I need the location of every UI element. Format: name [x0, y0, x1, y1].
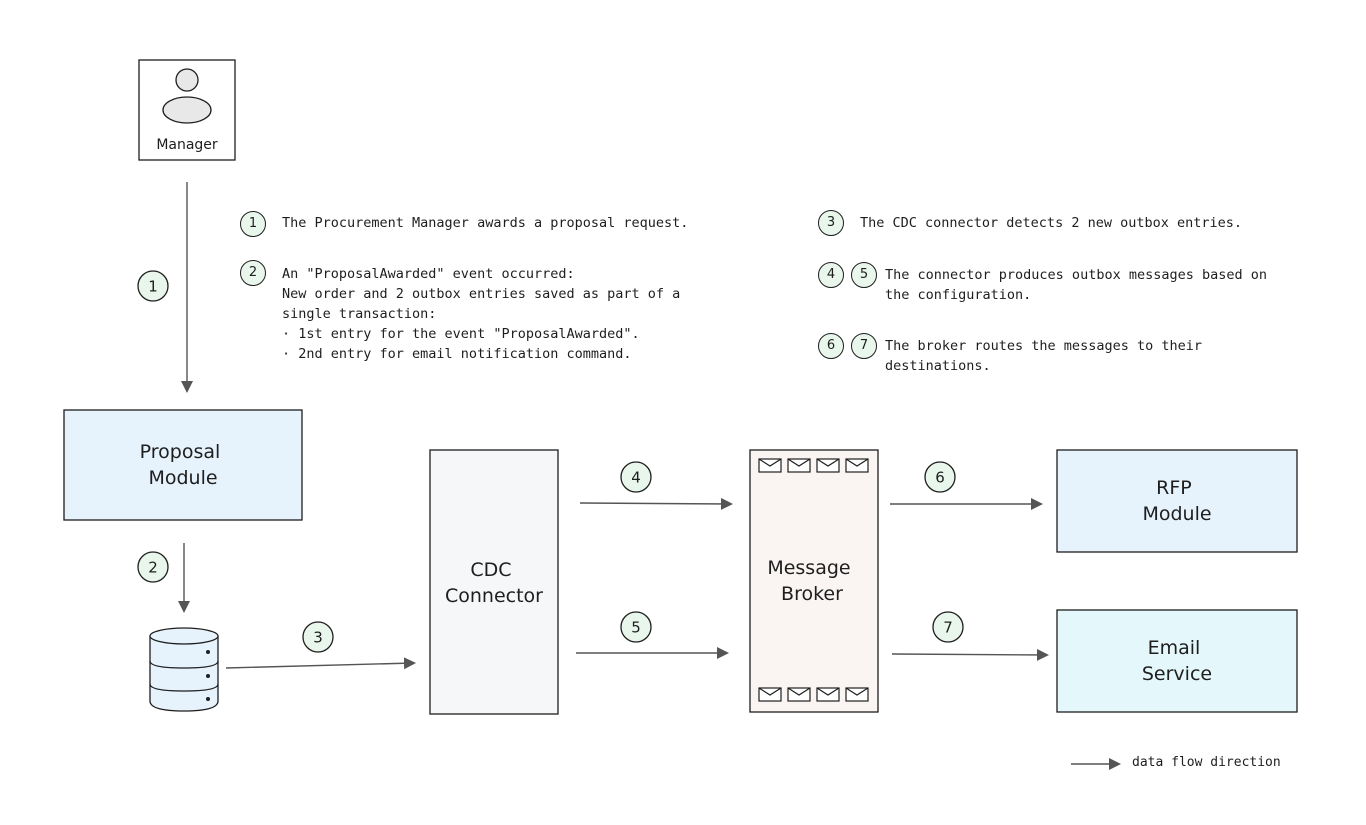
note-step1-badge: 1 — [240, 211, 266, 237]
rfp-module-box: RFP Module — [1056, 449, 1298, 553]
database-icon — [149, 627, 219, 712]
note-step5-badge: 5 — [851, 262, 877, 288]
svg-text:Email Service: Email Service — [1142, 637, 1212, 685]
flow-step-badge-label: 6 — [935, 469, 945, 487]
envelope-icons-top — [758, 458, 869, 473]
flow-step-badge-label: 5 — [631, 619, 641, 637]
arrow-cdc-to-broker-upper — [579, 497, 733, 510]
proposal-module-line1: Proposal — [140, 441, 221, 463]
envelope-icon — [758, 687, 782, 702]
note-step2-text: An "ProposalAwarded" event occurred: New… — [282, 266, 681, 362]
cdc-connector-line2: Connector — [445, 585, 543, 607]
note-step3-badge: 3 — [818, 210, 844, 236]
user-body-icon — [162, 96, 212, 124]
envelope-icon — [845, 458, 869, 473]
envelope-icon — [787, 687, 811, 702]
flow-step-badge-2: 2 — [137, 551, 169, 583]
proposal-module-box: Proposal Module — [63, 409, 303, 521]
message-broker-box: Message Broker — [749, 449, 879, 713]
arrow-database-to-cdc — [225, 657, 416, 670]
note-step2-badge: 2 — [240, 260, 266, 286]
manager-label: Manager — [156, 137, 218, 153]
note-step4-badge: 4 — [818, 262, 844, 288]
email-service-line2: Service — [1142, 663, 1212, 685]
note-step7-badge: 7 — [851, 333, 877, 359]
flow-step-badge-4: 4 — [620, 461, 652, 493]
flow-step-badge-1: 1 — [137, 270, 169, 302]
svg-text:Proposal Module: Proposal Module — [140, 441, 227, 489]
email-service-box: Email Service — [1056, 609, 1298, 713]
envelope-icon — [845, 687, 869, 702]
svg-text:CDC Connector: CDC Connector — [445, 559, 543, 607]
envelope-icon — [758, 458, 782, 473]
flow-step-badge-label: 7 — [943, 619, 953, 637]
envelope-icon — [816, 458, 840, 473]
flow-step-badge-5: 5 — [620, 611, 652, 643]
envelope-icons-bottom — [758, 687, 869, 702]
note-step1-text: The Procurement Manager awards a proposa… — [282, 215, 689, 231]
note-step45-text: The connector produces outbox messages b… — [885, 267, 1268, 303]
flow-step-badge-6: 6 — [924, 461, 956, 493]
flow-step-badge-label: 4 — [631, 469, 641, 487]
svg-text:RFP Module: RFP Module — [1142, 477, 1211, 525]
svg-text:Message Broker: Message Broker — [767, 557, 856, 605]
flow-step-badge-label: 3 — [313, 629, 323, 647]
legend-label: data flow direction — [1132, 755, 1281, 770]
message-broker-line2: Broker — [781, 583, 843, 605]
email-service-line1: Email — [1148, 637, 1201, 659]
note-step6-badge: 6 — [818, 333, 844, 359]
arrow-broker-to-email — [891, 648, 1049, 661]
message-broker-line1: Message — [767, 557, 850, 579]
proposal-module-line2: Module — [148, 467, 217, 489]
flow-step-badge-label: 2 — [148, 559, 158, 577]
note-step67-text: The broker routes the messages to their … — [885, 338, 1202, 374]
envelope-icon — [787, 458, 811, 473]
flow-step-badge-label: 1 — [148, 278, 158, 296]
cdc-connector-box: CDC Connector — [429, 449, 559, 715]
cdc-connector-line1: CDC — [470, 559, 511, 581]
manager-actor: Manager — [138, 59, 236, 161]
flow-step-badge-7: 7 — [932, 611, 964, 643]
user-head-icon — [175, 68, 199, 92]
rfp-module-line1: RFP — [1156, 477, 1192, 499]
note-step3-text: The CDC connector detects 2 new outbox e… — [860, 215, 1243, 231]
envelope-icon — [816, 687, 840, 702]
flow-step-badge-3: 3 — [302, 621, 334, 653]
rfp-module-line2: Module — [1142, 503, 1211, 525]
